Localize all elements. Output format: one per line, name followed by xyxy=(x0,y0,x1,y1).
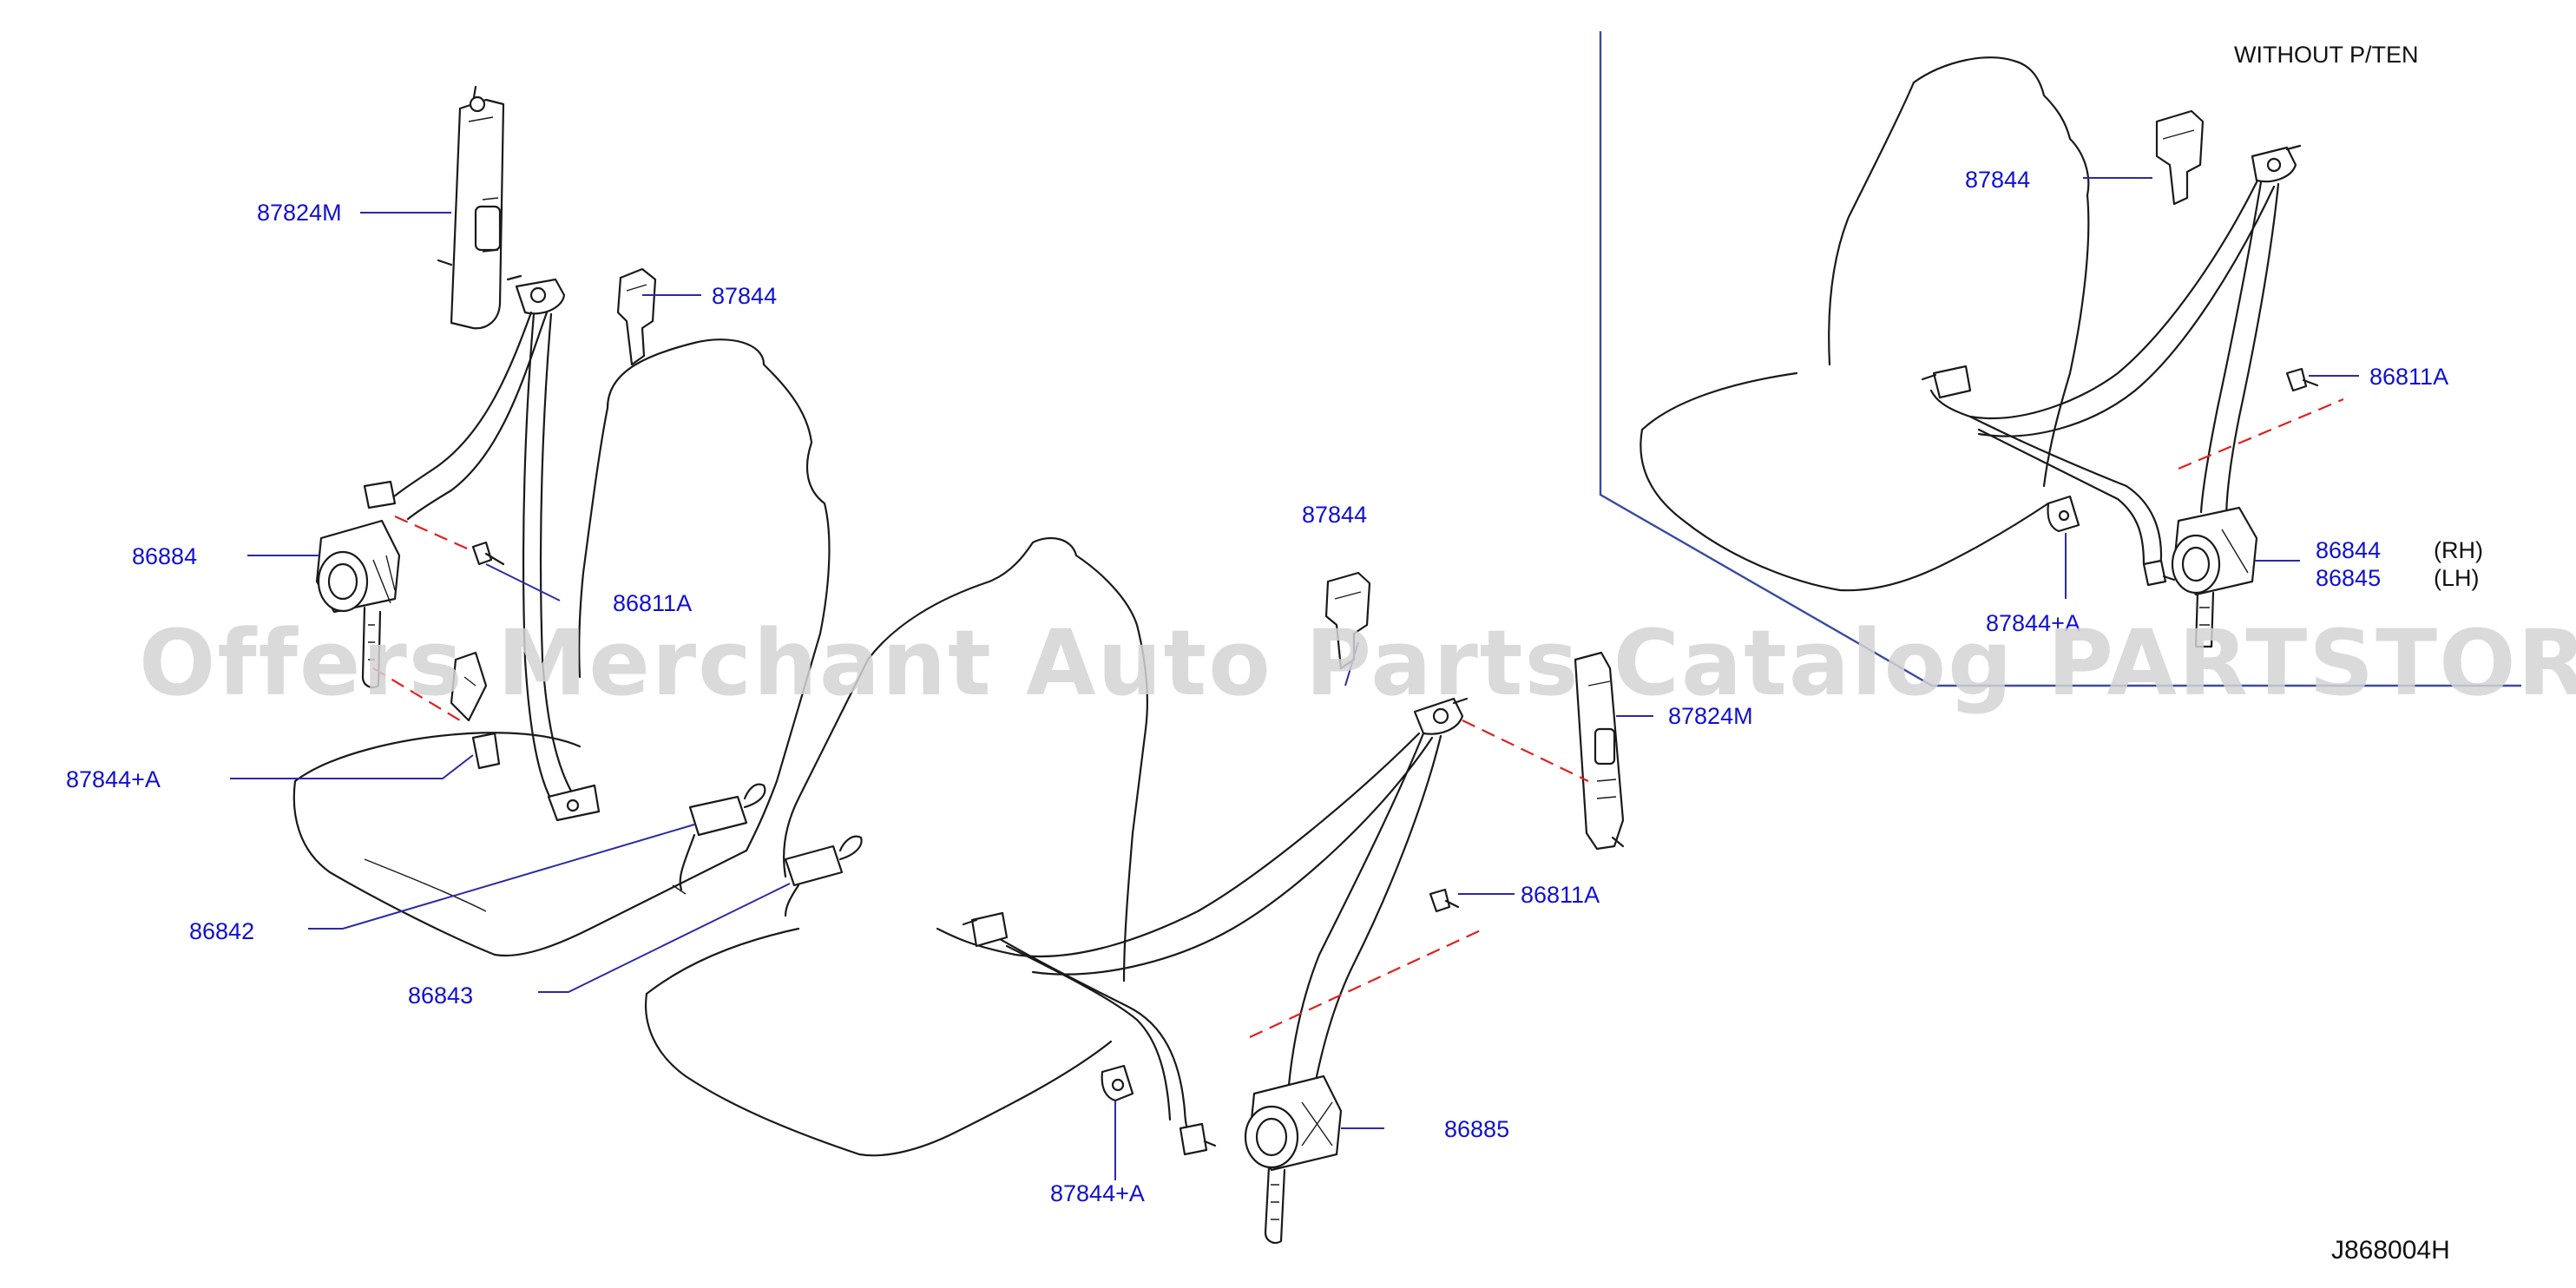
inset-upper-bracket xyxy=(2155,109,2205,206)
callout-86843[interactable]: 86843 xyxy=(408,982,473,1009)
left-height-adjuster xyxy=(437,85,505,330)
inset-floor-bracket xyxy=(2047,495,2080,533)
inset-bolt xyxy=(2285,367,2319,392)
center-dash-lines xyxy=(1249,720,1589,1038)
left-dash-lines xyxy=(372,515,474,721)
callout-86842[interactable]: 86842 xyxy=(189,918,254,944)
watermark-text: Offers Merchant Auto Parts Catalog PARTS… xyxy=(139,610,2576,716)
left-bolt xyxy=(471,541,505,566)
callout-87824m-left[interactable]: 87824M xyxy=(257,200,342,226)
callout-86811a-center[interactable]: 86811A xyxy=(1521,882,1600,908)
callout-86885[interactable]: 86885 xyxy=(1444,1116,1509,1142)
callout-labels: 87824M 87844 86884 86811A 87844+A 86842 … xyxy=(66,167,2448,1206)
left-buckle-86842 xyxy=(672,783,766,895)
center-bolt xyxy=(1429,888,1460,913)
side-notes: (RH) (LH) xyxy=(2434,537,2483,591)
callout-87844a-inset[interactable]: 87844+A xyxy=(1986,610,2080,636)
callout-87844a-left[interactable]: 87844+A xyxy=(66,766,161,792)
center-retractor xyxy=(1244,1074,1343,1245)
inset-seat-drawing xyxy=(1640,56,2090,592)
callout-86845[interactable]: 86845 xyxy=(2316,565,2381,591)
center-belt-webbing xyxy=(936,697,1469,1156)
callout-86844[interactable]: 86844 xyxy=(2316,537,2381,563)
center-seat-drawing xyxy=(645,536,1149,1157)
callout-86884[interactable]: 86884 xyxy=(132,543,197,569)
right-buckle-86843 xyxy=(784,835,863,917)
inset-retractor xyxy=(2171,506,2258,648)
left-upper-bracket xyxy=(616,267,657,366)
callout-87844a-center[interactable]: 87844+A xyxy=(1050,1180,1145,1206)
note-rh: (RH) xyxy=(2434,537,2483,563)
inset-belt-webbing xyxy=(1921,144,2302,587)
note-lh: (LH) xyxy=(2434,565,2480,591)
callout-87824m-center[interactable]: 87824M xyxy=(1668,703,1753,729)
note-without-pten: WITHOUT P/TEN xyxy=(2234,42,2419,68)
leader-lines xyxy=(230,177,2359,1180)
left-belt-webbing xyxy=(384,274,601,822)
diagram-code: J868004H xyxy=(2331,1236,2450,1265)
center-height-adjuster xyxy=(1574,651,1625,851)
center-upper-bracket xyxy=(1324,571,1371,670)
callout-87844-inset[interactable]: 87844 xyxy=(1965,167,2030,193)
center-floor-bracket xyxy=(1101,1064,1134,1102)
left-seat-drawing xyxy=(292,338,831,956)
callout-87844-center[interactable]: 87844 xyxy=(1302,502,1367,528)
left-bracket xyxy=(450,651,501,770)
inset-frame xyxy=(1599,31,2521,687)
callout-86811a-left[interactable]: 86811A xyxy=(613,590,692,616)
callout-86811a-inset[interactable]: 86811A xyxy=(2369,364,2448,390)
callout-87844-left[interactable]: 87844 xyxy=(712,283,777,309)
inset-dash-lines xyxy=(2178,398,2344,470)
left-retractor xyxy=(315,480,401,689)
